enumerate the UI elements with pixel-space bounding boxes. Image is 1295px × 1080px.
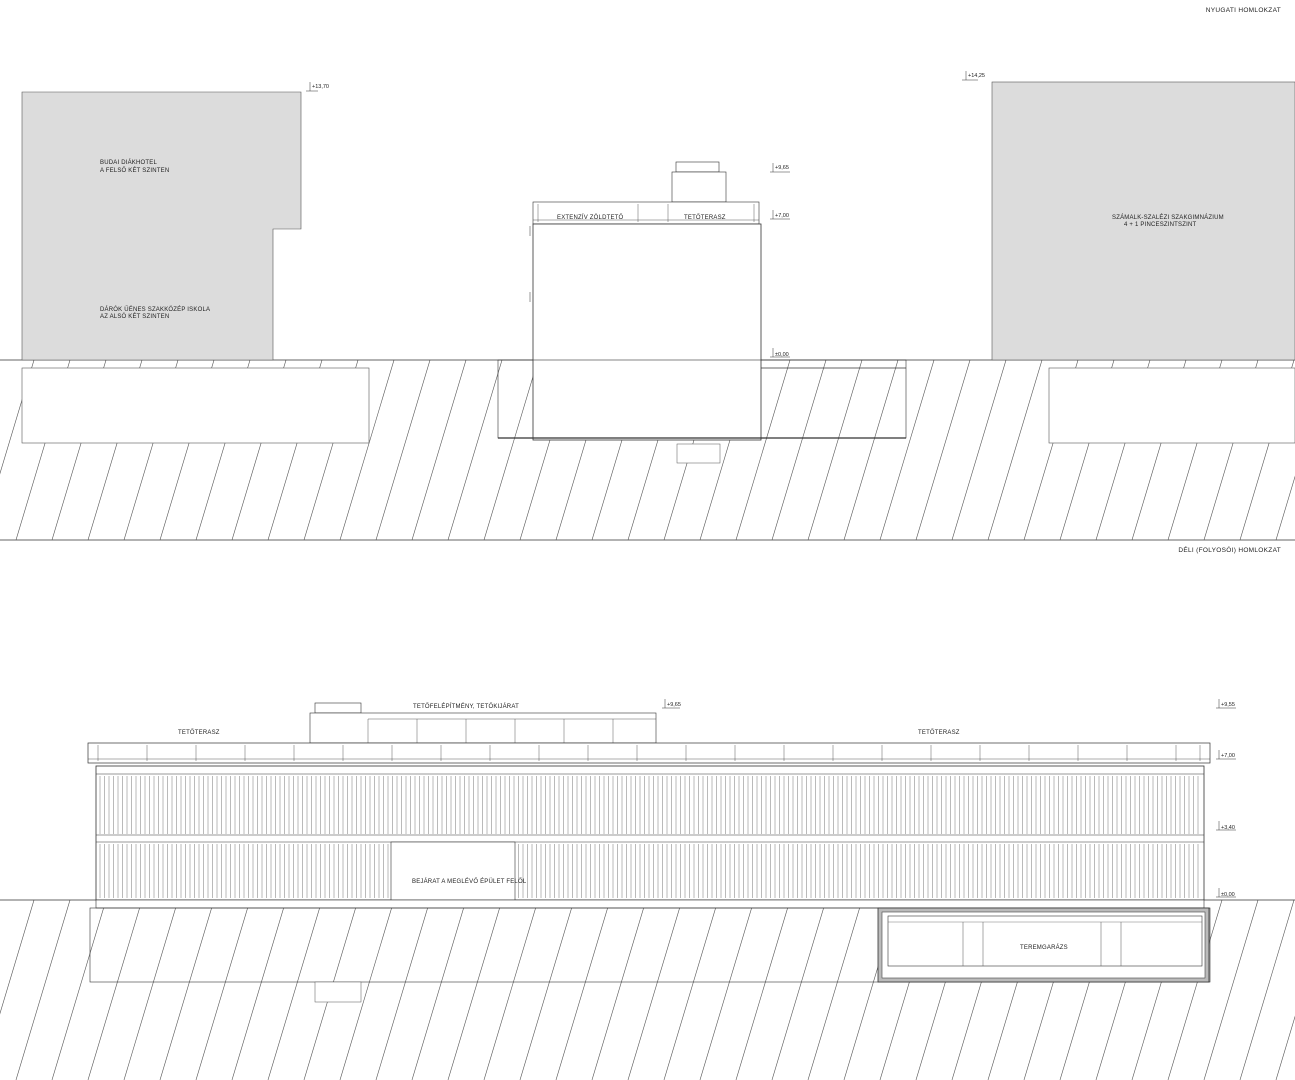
svg-text:±0,00: ±0,00 — [775, 352, 789, 358]
main-facade — [95, 765, 1205, 901]
new-building-west — [497, 161, 907, 464]
neighbor-right-label: SZÁMALK-SZALÉZI SZAKGIMNÁZIUM 4 + 1 PINC… — [1112, 214, 1226, 228]
level-marker-right: +14,25 — [962, 71, 985, 81]
neighbor-building-right — [991, 81, 1295, 361]
west-elevation: NYUGATI HOMLOKZAT BUDAI DIÁKHOTEL A FELS… — [0, 7, 1295, 541]
svg-text:+7,00: +7,00 — [1221, 753, 1235, 759]
entrance-opening — [390, 841, 516, 901]
svg-text:+7,00: +7,00 — [775, 213, 789, 219]
neighbor-left-basement — [21, 367, 370, 444]
level-marker-south-mid: +9,65 — [662, 699, 681, 709]
south-elevation: DÉLI (FOLYOSÓI) HOMLOKZAT TETŐFELÉPÍTMÉN… — [0, 545, 1295, 1080]
level-marker-top: +9,65 — [770, 163, 790, 173]
basement-outline — [89, 907, 1211, 983]
south-elevation-title: DÉLI (FOLYOSÓI) HOMLOKZAT — [1178, 545, 1281, 554]
level-marker-left: +13,70 — [306, 82, 329, 92]
neighbor-left-top-label: BUDAI DIÁKHOTEL A FELSŐ KÉT SZINTEN — [100, 159, 169, 174]
west-elevation-title: NYUGATI HOMLOKZAT — [1206, 7, 1281, 14]
level-marker-south-roof: +7,00 — [1216, 750, 1236, 760]
svg-text:+9,65: +9,65 — [667, 702, 681, 708]
neighbor-building-left — [21, 91, 302, 361]
roof-terrace-label: TETŐTERASZ — [684, 214, 726, 221]
svg-text:+13,70: +13,70 — [312, 84, 329, 90]
level-marker-south-first: +3,40 — [1216, 821, 1236, 831]
roof-structure-label: TETŐFELÉPÍTMÉNY, TETŐKIJÁRAT — [413, 703, 519, 710]
terrace-left-label: TETŐTERASZ — [178, 729, 220, 736]
svg-text:+14,25: +14,25 — [968, 73, 985, 79]
roof-green-label: EXTENZÍV ZÖLDTETŐ — [557, 214, 624, 221]
level-marker-south-ground: ±0,00 — [1216, 888, 1236, 898]
garage-label: TEREMGARÁZS — [1020, 944, 1068, 951]
svg-text:+3,40: +3,40 — [1221, 825, 1235, 831]
level-marker-roof: +7,00 — [770, 210, 790, 220]
facade-fins — [99, 776, 1199, 898]
ground-hatch-south — [0, 900, 1295, 1080]
parapet-divisions — [88, 745, 1210, 761]
level-marker-ground: ±0,00 — [770, 348, 790, 358]
svg-text:±0,00: ±0,00 — [1221, 892, 1235, 898]
neighbor-right-basement — [1048, 367, 1295, 444]
entrance-label: BEJÁRAT A MEGLÉVŐ ÉPÜLET FELŐL — [412, 878, 527, 885]
svg-text:+9,65: +9,65 — [775, 165, 789, 171]
garage — [877, 907, 1210, 983]
svg-text:+9,55: +9,55 — [1221, 702, 1235, 708]
roof-structure — [309, 702, 657, 744]
roof-parapet — [87, 742, 1211, 764]
level-marker-south-top: +9,55 — [1216, 699, 1236, 709]
terrace-right-label: TETŐTERASZ — [918, 729, 960, 736]
neighbor-left-bottom-label: DÁRÓK ŰÉNES SZAKKÖZÉP ISKOLA AZ ALSÓ KÉT… — [100, 306, 212, 320]
